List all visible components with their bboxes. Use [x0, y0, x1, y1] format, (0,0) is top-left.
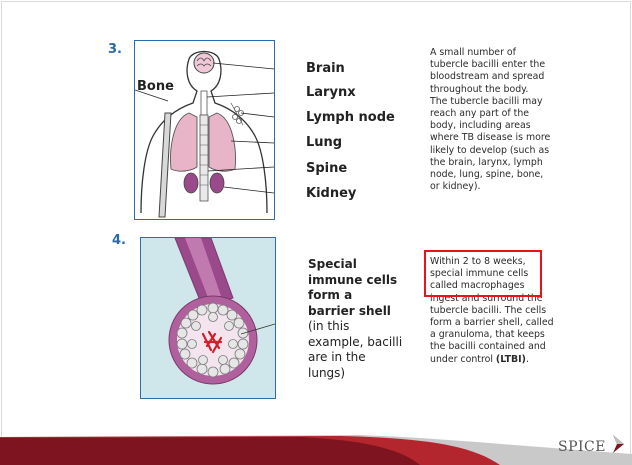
granuloma-illustration: [140, 237, 276, 399]
desc3-line: tubercle bacilli enter the: [430, 59, 605, 71]
desc4-line: tubercle bacilli. The cells: [430, 305, 605, 317]
barrier-caption: Special immune cells form a barrier shel…: [308, 257, 403, 381]
barrier-caption-bold: Special immune cells form a barrier shel…: [308, 257, 397, 318]
desc3-line: likely to develop (such as: [430, 145, 605, 157]
desc3-line: or kidney).: [430, 181, 605, 193]
desc3-line: The tubercle bacilli may: [430, 96, 605, 108]
label-spine: Spine: [306, 161, 347, 176]
desc4-last-bold: (LTBI): [496, 354, 526, 365]
desc4-line: the bacilli contained and: [430, 341, 605, 353]
desc3-line: throughout the body.: [430, 84, 605, 96]
step-4-number: 4.: [112, 233, 126, 248]
label-kidney: Kidney: [306, 186, 356, 201]
spice-logo: SPICE: [558, 434, 625, 455]
label-lung: Lung: [306, 135, 342, 150]
barrier-caption-rest: (in this example, bacilli are in the lun…: [308, 319, 402, 380]
logo-arrow-icon: [611, 434, 625, 454]
label-larynx: Larynx: [306, 85, 356, 100]
footer-swoosh: [0, 432, 632, 465]
label-brain: Brain: [306, 61, 345, 76]
desc4-line: form a barrier shell, called: [430, 317, 605, 329]
step-3-number: 3.: [108, 42, 122, 57]
desc4-last-line: under control (LTBI).: [430, 354, 605, 366]
desc4-last-prefix: under control: [430, 354, 496, 365]
desc3-line: node, lung, spine, bone,: [430, 169, 605, 181]
body-illustration: [134, 40, 275, 220]
desc3-line: A small number of: [430, 47, 605, 59]
label-lymph-node: Lymph node: [306, 110, 395, 125]
granuloma-diagram: [141, 238, 275, 398]
desc3-line: reach any part of the: [430, 108, 605, 120]
desc3-line: body, including areas: [430, 120, 605, 132]
highlight-box: [424, 250, 542, 297]
body-organs-diagram: [135, 41, 274, 219]
desc4-last-suffix: .: [526, 354, 529, 365]
desc3-line: the brain, larynx, lymph: [430, 157, 605, 169]
logo-text: SPICE: [558, 439, 606, 455]
footer-bar: [0, 432, 632, 465]
desc3-line: where TB disease is more: [430, 132, 605, 144]
desc4-line: a granuloma, that keeps: [430, 329, 605, 341]
step-3-description: A small number of tubercle bacilli enter…: [430, 47, 605, 193]
desc3-line: bloodstream and spread: [430, 71, 605, 83]
label-bone: Bone: [137, 79, 174, 94]
